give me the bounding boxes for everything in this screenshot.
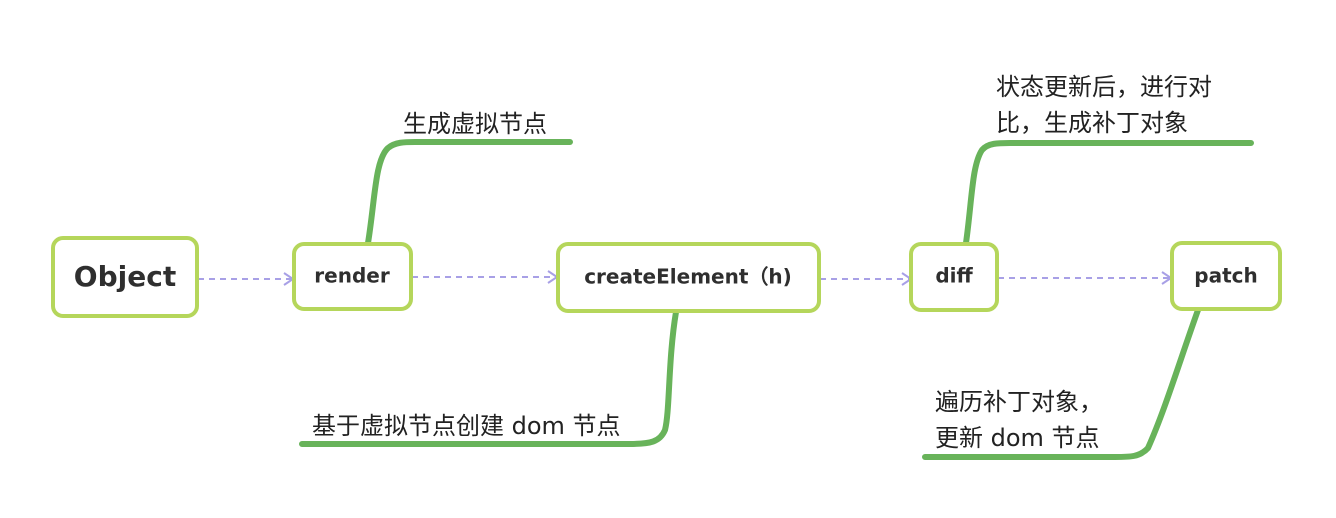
note-createelement: 基于虚拟节点创建 dom 节点 [312,412,621,440]
node-createelement-label: createElement（h) [584,265,792,289]
node-render: render [292,242,413,311]
note-render: 生成虚拟节点 [403,110,547,138]
callout-branches [299,139,1254,460]
note-diff-line2: 比，生成补丁对象 [996,109,1188,137]
node-render-label: render [314,264,390,288]
node-patch-label: patch [1194,264,1257,288]
node-object: Object [51,236,199,318]
node-patch: patch [1170,241,1282,311]
note-patch-line1: 遍历补丁对象， [935,388,1103,416]
callout-createelement [299,309,679,447]
callout-render [365,139,573,246]
callout-diff [963,140,1254,246]
callout-patch [922,307,1201,460]
note-diff-line1: 状态更新后，进行对 [996,73,1212,101]
node-object-label: Object [74,260,176,293]
node-diff-label: diff [935,264,973,288]
node-createelement: createElement（h) [556,242,821,313]
node-diff: diff [909,242,999,312]
note-patch-line2: 更新 dom 节点 [935,424,1100,452]
flow-arrows [198,270,1173,286]
